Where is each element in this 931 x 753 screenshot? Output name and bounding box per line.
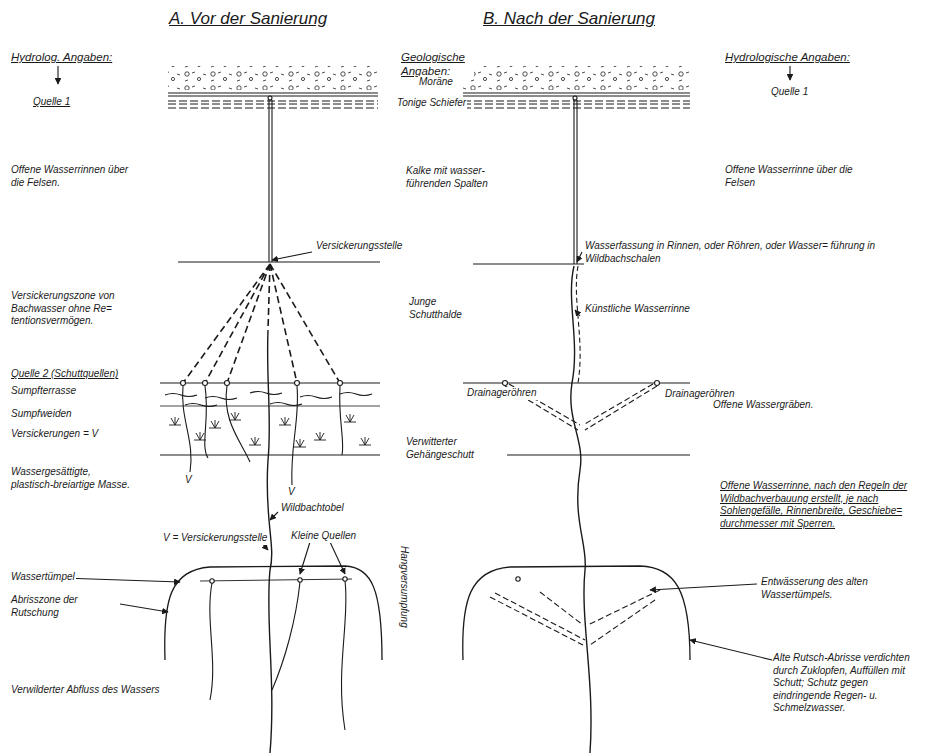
callout: Abrisszone der Rutschung xyxy=(10,594,117,619)
spring-label: Quelle 2 (Schuttquellen) xyxy=(10,368,119,381)
layer-label: Verwitterter Gehängeschutt xyxy=(405,436,507,461)
note: Versickerungen = V xyxy=(10,428,99,441)
grass-tuft xyxy=(294,439,306,447)
note: Offene Wassergräben. xyxy=(712,399,814,412)
column-heading: Hydrologische Angaben: xyxy=(724,50,851,64)
grass-tuft xyxy=(209,420,221,428)
zone-label: Sumpfterrasse xyxy=(10,385,77,398)
column-heading: Geologische Angaben: xyxy=(400,50,474,79)
spring-label: Quelle 1 xyxy=(32,96,71,109)
note: Offene Wasserrinnen über die Felsen. xyxy=(10,164,142,189)
grass-tuft xyxy=(229,412,241,420)
callout: Drainageröhren xyxy=(466,387,538,400)
callout: Wassertümpel xyxy=(10,571,76,584)
layer-label: Tonige Schiefer xyxy=(396,97,467,110)
note: Offene Wasserrinne, nach den Regeln der … xyxy=(719,480,926,530)
callout: Künstliche Wasserrinne xyxy=(584,303,691,316)
grass-tuft xyxy=(169,417,181,425)
note: Offene Wasserrinne über die Felsen xyxy=(724,164,866,189)
note: Alte Rutsch-Abrisse verdichten durch Zuk… xyxy=(772,652,926,715)
note: Wassergesättigte, plastisch-breiartige M… xyxy=(10,466,132,491)
marsh-grass xyxy=(169,412,371,447)
grass-tuft xyxy=(344,414,356,422)
seepage-mark: V xyxy=(287,486,296,499)
note: Wasserfassung in Rinnen, oder Röhren, od… xyxy=(584,240,916,265)
layer-label: Junge Schutthalde xyxy=(408,296,490,321)
grass-tuft xyxy=(194,432,206,440)
layer-label: Moräne xyxy=(418,76,454,89)
panel-heading: B. Nach der Sanierung xyxy=(482,8,656,29)
grass-tuft xyxy=(279,417,291,425)
grass-tuft xyxy=(359,437,371,445)
spring-label: Quelle 1 xyxy=(770,86,809,99)
grass-tuft xyxy=(249,437,261,445)
layer-label: Kalke mit wasser- führenden Spalten xyxy=(405,165,517,190)
callout: Versickerungsstelle xyxy=(315,240,403,253)
callout: Kleine Quellen xyxy=(290,530,357,543)
panel-heading: A. Vor der Sanierung xyxy=(168,8,328,29)
note: Verwilderter Abfluss des Wassers xyxy=(10,684,161,697)
zone-label: Sumpfweiden xyxy=(10,408,73,421)
note: Entwässerung des alten Wassertümpels. xyxy=(760,576,912,601)
drawing xyxy=(58,66,790,753)
vertical-label: Hangversumpfung xyxy=(398,545,411,629)
seepage-mark: V xyxy=(184,474,193,487)
grass-tuft xyxy=(314,432,326,440)
column-heading: Hydrolog. Angaben: xyxy=(10,50,113,64)
callout: V = Versickerungsstelle xyxy=(162,532,268,545)
callout: Wildbachtobel xyxy=(280,502,345,515)
note: Versickerungszone von Bachwasser ohne Re… xyxy=(10,290,152,328)
